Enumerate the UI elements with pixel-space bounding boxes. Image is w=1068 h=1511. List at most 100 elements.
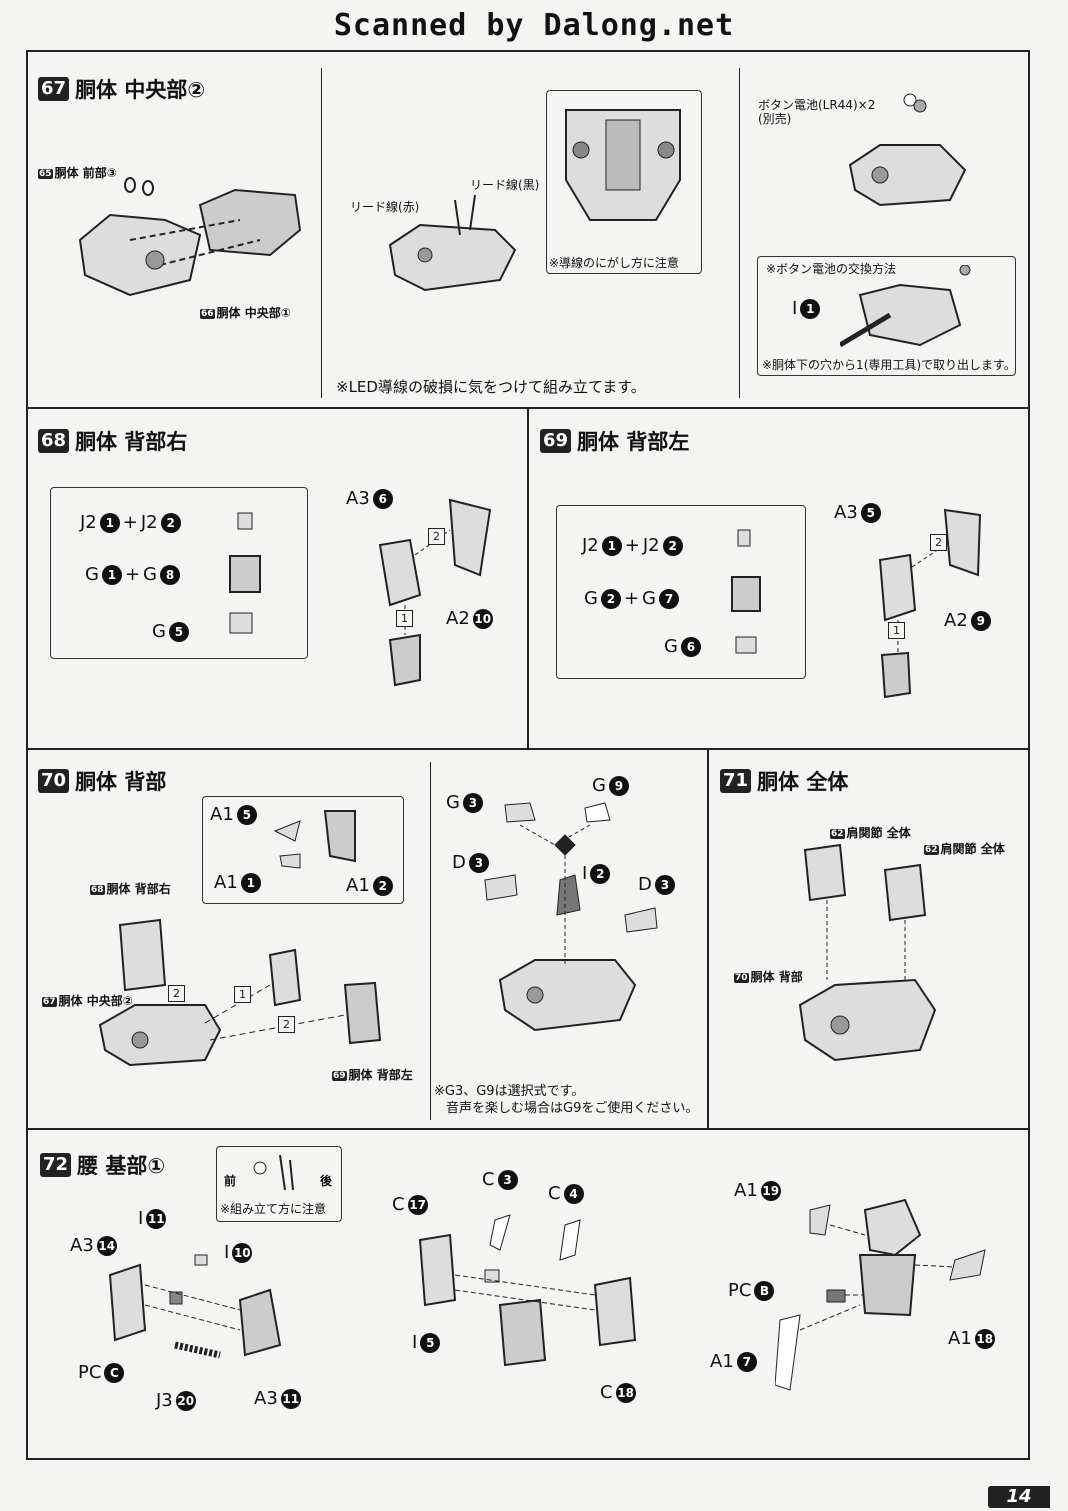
step-67-swap-note: ※胴体下の穴から1(専用工具)で取り出します。 xyxy=(762,358,1016,372)
step-68-heading: 68 胴体 背部右 xyxy=(38,426,187,456)
step-68-number: 68 xyxy=(38,429,70,453)
step-67-torso-wired-illustration xyxy=(388,194,517,292)
step-72-heading: 72 腰 基部① xyxy=(40,1150,165,1180)
step-69-subassembly-parts xyxy=(731,529,761,654)
page-number: 14 xyxy=(988,1486,1050,1508)
step-70-select-note-2: 音声を楽しむ場合はG9をご使用ください。 xyxy=(446,1101,699,1116)
step-68-seq-1: 1 xyxy=(396,610,413,627)
step-70-title: 胴体 背部 xyxy=(75,770,167,794)
row-divider-2 xyxy=(26,748,1030,750)
step-70-seq-2b: 2 xyxy=(278,1016,295,1033)
col-divider-70-71 xyxy=(707,749,709,1129)
step-72-inset-front: 前 xyxy=(224,1174,237,1188)
step-67-title: 胴体 中央部② xyxy=(75,78,206,102)
step-70-inset-parts xyxy=(273,810,356,869)
step-72-number: 72 xyxy=(40,1153,72,1177)
step-67-swap-title: ※ボタン電池の交換方法 xyxy=(766,262,897,276)
step-72-title: 腰 基部① xyxy=(77,1154,166,1178)
step-69-heading: 69 胴体 背部左 xyxy=(540,426,689,456)
step-70-select-note-1: ※G3、G9は選択式です。 xyxy=(434,1084,585,1099)
instruction-frame xyxy=(26,50,1030,1460)
step-67-battery-sold: (別売) xyxy=(758,112,792,126)
step-69-title: 胴体 背部左 xyxy=(577,430,690,454)
step-72-left-parts xyxy=(108,1254,282,1359)
step-71-heading: 71 胴体 全体 xyxy=(720,766,848,796)
step-72-mid-parts xyxy=(418,1214,637,1367)
step-67-battery-label: ボタン電池(LR44)×2 xyxy=(758,98,876,112)
step-67-torso-illustration xyxy=(78,177,302,297)
step-67-heading: 67 胴体 中央部② xyxy=(38,74,205,104)
step-68-subassembly-box xyxy=(50,487,308,659)
step-69-number: 69 xyxy=(540,429,572,453)
step-68-subassembly-parts xyxy=(229,512,261,634)
step-67-swap-illustration xyxy=(840,265,971,348)
step-71-number: 71 xyxy=(720,769,752,793)
step-70-number: 70 xyxy=(38,769,70,793)
step-70-back-assembly xyxy=(98,918,382,1067)
step-67-wire-routing-illustration xyxy=(565,109,681,221)
row-divider-3 xyxy=(26,1128,1030,1130)
step-72-orientation-box xyxy=(216,1146,342,1222)
step-67-battery-swap-box xyxy=(757,256,1016,376)
step-68-back-right-parts xyxy=(378,498,492,687)
col-divider-70a xyxy=(430,762,431,1120)
step-68-title: 胴体 背部右 xyxy=(75,430,188,454)
step-67-wire-note: ※導線のにがし方に注意 xyxy=(549,256,679,270)
step-69-seq-2: 2 xyxy=(930,534,947,551)
scan-credit: Scanned by Dalong.net xyxy=(333,8,735,43)
step-68-seq-2: 2 xyxy=(428,528,445,545)
step-72-right-parts xyxy=(775,1198,986,1391)
col-divider-67b xyxy=(739,68,740,398)
step-70-inset-box xyxy=(202,796,404,904)
step-70-heading: 70 胴体 背部 xyxy=(38,766,166,796)
step-71-torso-complete-illustration xyxy=(798,843,937,1062)
step-69-seq-1: 1 xyxy=(888,622,905,639)
step-70-seq-1: 1 xyxy=(234,986,251,1003)
step-67-lead-red: リード線(赤) xyxy=(350,200,420,214)
step-69-back-left-parts xyxy=(878,508,982,699)
step-70-seq-2a: 2 xyxy=(168,985,185,1002)
step-72-inset-back: 後 xyxy=(320,1174,333,1188)
step-67-number: 67 xyxy=(38,77,70,101)
step-72-inset-note: ※組み立て方に注意 xyxy=(220,1202,327,1216)
col-divider-68-69 xyxy=(527,408,529,748)
step-67-wire-detail-box xyxy=(546,90,702,274)
step-67-battery-illustration xyxy=(848,93,967,207)
